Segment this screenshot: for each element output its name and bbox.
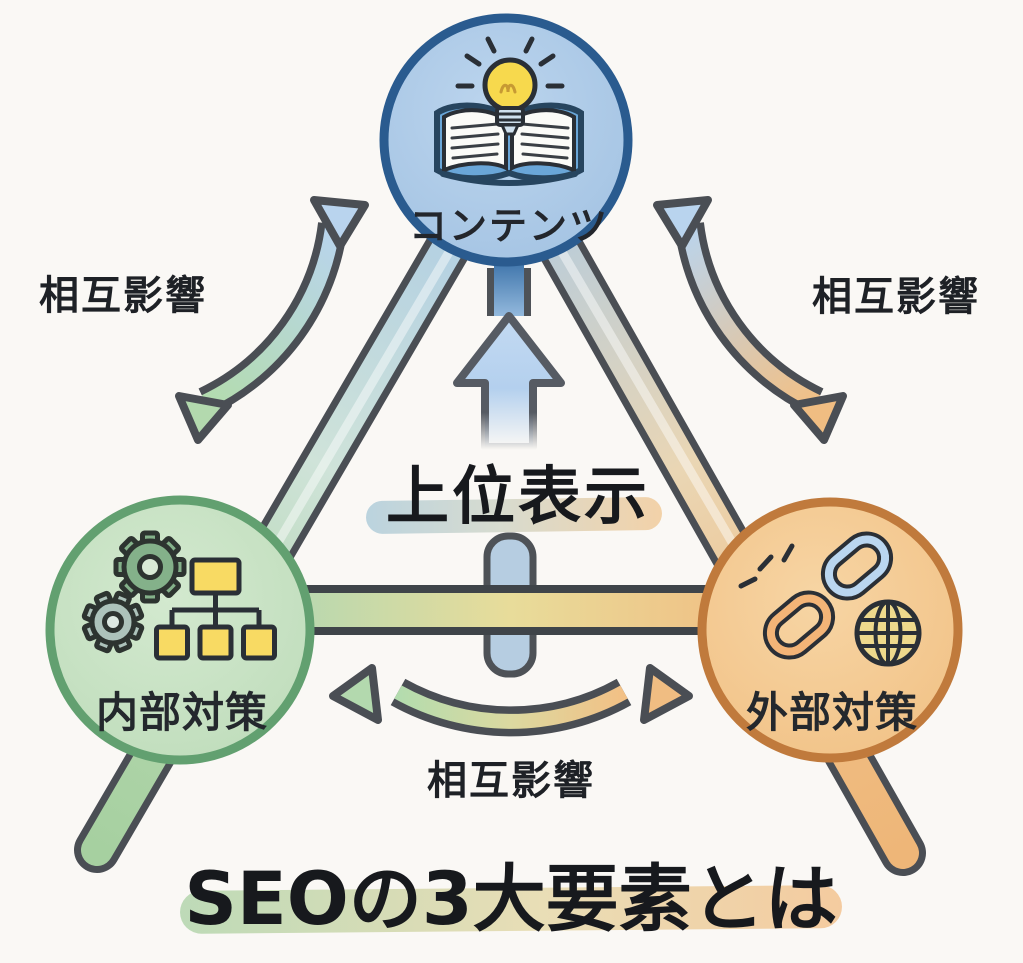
goal-arrow xyxy=(453,264,565,451)
diagram-title: SEOの3大要素とは xyxy=(184,857,838,942)
goal-label: 上位表示 xyxy=(386,460,650,533)
node-label-internal: 内部対策 xyxy=(95,688,269,737)
mutual-arrow-bottom xyxy=(329,664,693,737)
book-icon xyxy=(434,102,584,186)
mutual-influence-label-bottom: 相互影響 xyxy=(427,758,595,804)
node-label-external: 外部対策 xyxy=(745,688,919,737)
spark-icon xyxy=(738,543,795,589)
lightbulb-icon xyxy=(455,36,565,136)
mutual-influence-label-right: 相互影響 xyxy=(812,274,980,320)
chain-link-icon-blue xyxy=(820,531,894,601)
mutual-arrow-left xyxy=(175,196,369,444)
mutual-influence-label-left: 相互影響 xyxy=(39,273,207,319)
base-bar xyxy=(288,585,732,635)
gear-icon-large xyxy=(113,530,187,604)
mutual-arrow-right xyxy=(653,196,847,444)
node-label-content: コンテンツ xyxy=(408,204,610,248)
gear-icon-small xyxy=(81,590,145,654)
sitemap-icon xyxy=(154,557,277,661)
chain-link-icon-orange xyxy=(762,590,836,660)
globe-icon xyxy=(854,599,922,667)
